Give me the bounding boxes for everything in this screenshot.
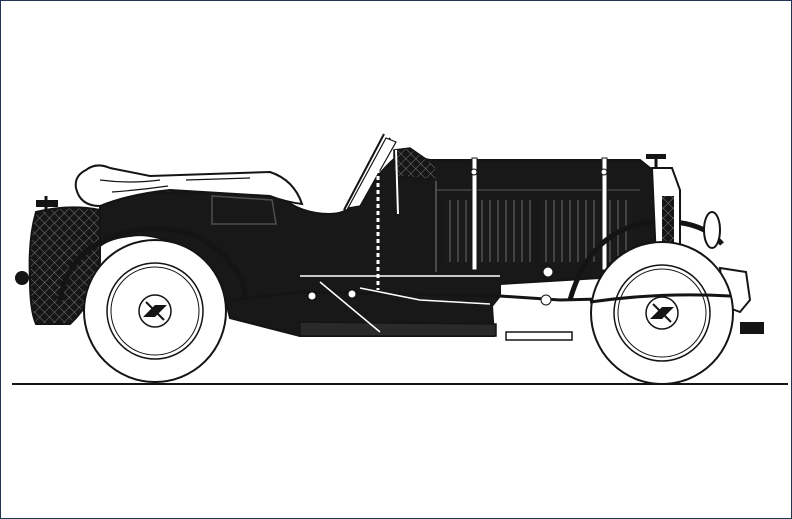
hood-fold-lines [99, 177, 251, 193]
exhaust-pipe [505, 331, 573, 341]
strap-buckle [600, 168, 608, 176]
front-spring [589, 293, 731, 304]
running-board [299, 321, 497, 337]
bonnet-strap-rear [471, 157, 478, 271]
rear-door [211, 195, 277, 225]
scuttle-cowl [393, 147, 437, 181]
rear-mudguard [57, 226, 249, 301]
pivot [347, 289, 357, 299]
brake-rods [300, 275, 500, 333]
windscreen-glass [346, 137, 397, 209]
pivot [540, 294, 552, 306]
bonnet-louvres-rear [444, 200, 532, 262]
rear-light [15, 271, 29, 285]
radiator-core [662, 196, 674, 254]
strap-buckle [470, 168, 478, 176]
radiator-cap [646, 154, 666, 159]
headlamp [703, 211, 721, 249]
rear-wheel [83, 239, 227, 383]
folded-hood [74, 164, 304, 208]
front-bumper [740, 322, 764, 334]
pivot [307, 291, 317, 301]
pivot [542, 266, 554, 278]
rear-filler-cap [36, 200, 58, 207]
rear-tank-mesh [28, 206, 101, 325]
gear-lever [395, 149, 399, 215]
front-wheel [590, 241, 734, 385]
